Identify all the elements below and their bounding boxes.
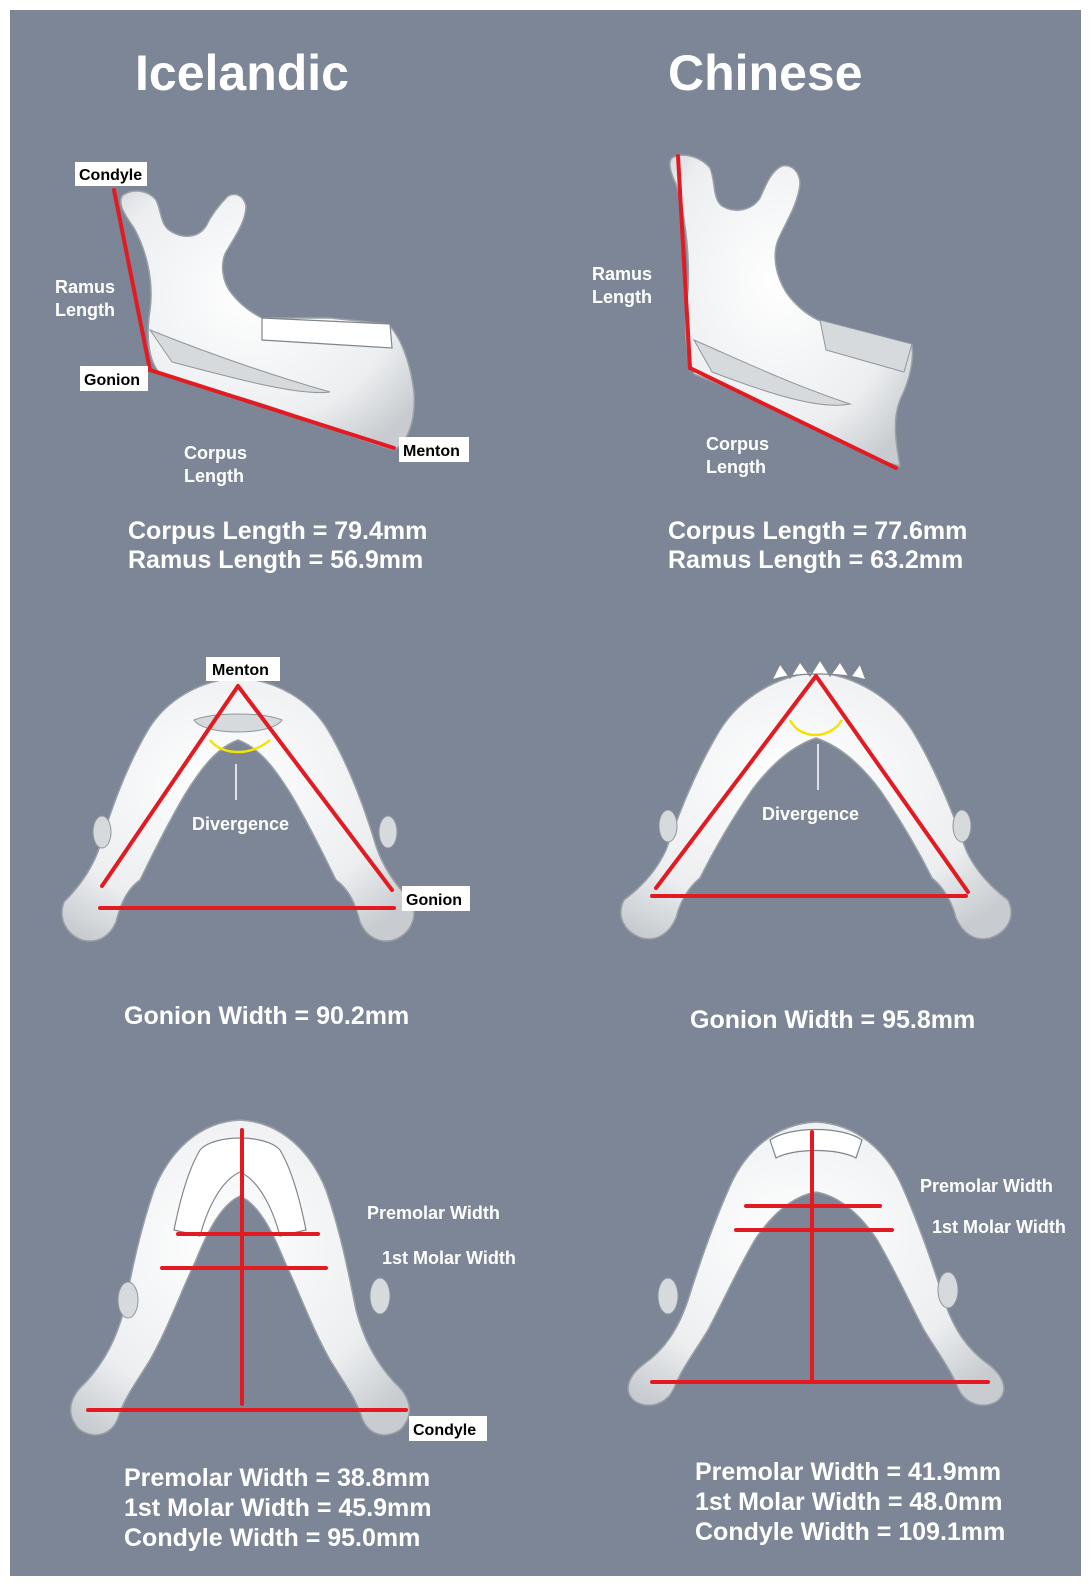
ramus-length-measurement: Ramus Length = 56.9mm xyxy=(128,546,423,574)
condyle-width-measurement: Condyle Width = 95.0mm xyxy=(124,1524,420,1552)
molar-width-measurement: 1st Molar Width = 45.9mm xyxy=(124,1494,432,1522)
divergence-label: Divergence xyxy=(192,814,289,834)
premolar-width-label: Premolar Width xyxy=(920,1176,1053,1196)
premolar-width-measurement: Premolar Width = 38.8mm xyxy=(124,1464,430,1492)
corpus-length-measurement: Corpus Length = 79.4mm xyxy=(128,517,427,545)
gonion-width-measurement: Gonion Width = 95.8mm xyxy=(690,1006,975,1034)
ramus-length-measurement: Ramus Length = 63.2mm xyxy=(668,546,963,574)
ramus-length-label-line1: Ramus xyxy=(55,277,115,297)
molar-width-label: 1st Molar Width xyxy=(382,1248,516,1268)
gonion-label: Gonion xyxy=(406,892,462,909)
corpus-length-label-line1: Corpus xyxy=(184,443,247,463)
ramus-length-label-line2: Length xyxy=(55,300,115,320)
gonion-width-measurement: Gonion Width = 90.2mm xyxy=(124,1002,409,1030)
title-icelandic: Icelandic xyxy=(135,45,349,101)
corpus-length-measurement: Corpus Length = 77.6mm xyxy=(668,517,967,545)
corpus-length-label-line1: Corpus xyxy=(706,434,769,454)
condyle-label: Condyle xyxy=(79,167,142,184)
premolar-width-measurement: Premolar Width = 41.9mm xyxy=(695,1458,1001,1486)
divergence-label: Divergence xyxy=(762,804,859,824)
condyle-label: Condyle xyxy=(413,1422,476,1439)
menton-label: Menton xyxy=(403,443,460,460)
menton-label: Menton xyxy=(212,662,269,679)
corpus-length-label-line2: Length xyxy=(184,466,244,486)
corpus-length-label-line2: Length xyxy=(706,457,766,477)
molar-width-label: 1st Molar Width xyxy=(932,1217,1066,1237)
ramus-length-label-line1: Ramus xyxy=(592,264,652,284)
premolar-width-label: Premolar Width xyxy=(367,1203,500,1223)
ramus-length-label-line2: Length xyxy=(592,287,652,307)
title-chinese: Chinese xyxy=(668,45,863,101)
gonion-label: Gonion xyxy=(84,372,140,389)
condyle-width-measurement: Condyle Width = 109.1mm xyxy=(695,1518,1005,1546)
molar-width-measurement: 1st Molar Width = 48.0mm xyxy=(695,1488,1003,1516)
